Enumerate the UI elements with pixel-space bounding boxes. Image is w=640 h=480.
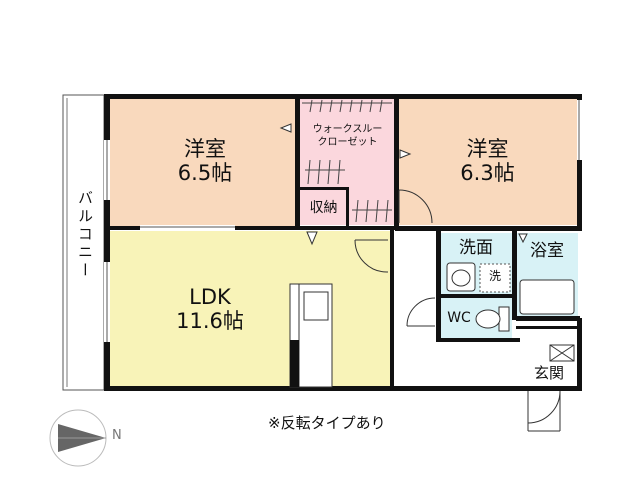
- reverse-type-note: ※反転タイプあり: [268, 414, 386, 432]
- room-name: LDK: [189, 285, 231, 309]
- door-markers: [279, 123, 528, 246]
- washroom-label: 洗面: [459, 238, 493, 258]
- kitchen-counter: [289, 283, 333, 388]
- washer-label: 洗: [488, 269, 501, 283]
- shoe-cabinet: [549, 344, 575, 362]
- closet-hanger-lines: [302, 99, 392, 223]
- bathroom-label: 浴室: [530, 241, 564, 261]
- closet-label-line1: ウォークスルー: [312, 124, 383, 135]
- compass-icon: [49, 409, 107, 467]
- balcony-label: バルコニー: [76, 190, 94, 280]
- storage-label: 収納: [309, 200, 338, 216]
- bathtub: [519, 279, 575, 315]
- wash-basin: [446, 262, 476, 292]
- windows: [104, 100, 582, 342]
- room-size: 6.3帖: [460, 161, 515, 186]
- western-room-left-label: 洋室 6.5帖: [160, 137, 250, 185]
- ldk-label: LDK 11.6帖: [160, 285, 260, 333]
- interior-walls: [110, 98, 580, 388]
- room-name: 洋室: [184, 137, 226, 161]
- washer-space: [479, 263, 511, 293]
- room-name: 洋室: [466, 137, 509, 161]
- room-size: 6.5帖: [177, 161, 233, 186]
- western-room-left: [110, 98, 296, 228]
- balcony: [62, 94, 105, 391]
- ldk-room: [110, 231, 391, 386]
- wc-label: WC: [447, 310, 471, 326]
- closet-label-line2: クローゼット: [317, 136, 378, 148]
- western-room-right: [399, 98, 578, 225]
- room-size: 11.6帖: [176, 309, 244, 334]
- entrance-label: 玄関: [533, 364, 564, 382]
- compass-label: N: [112, 428, 122, 443]
- door-swings: [354, 189, 561, 432]
- outer-walls: [104, 94, 582, 391]
- walk-through-closet-label: ウォークスルー クローゼット: [300, 124, 395, 149]
- western-room-right-label: 洋室 6.3帖: [440, 137, 535, 185]
- toilet: [475, 306, 510, 332]
